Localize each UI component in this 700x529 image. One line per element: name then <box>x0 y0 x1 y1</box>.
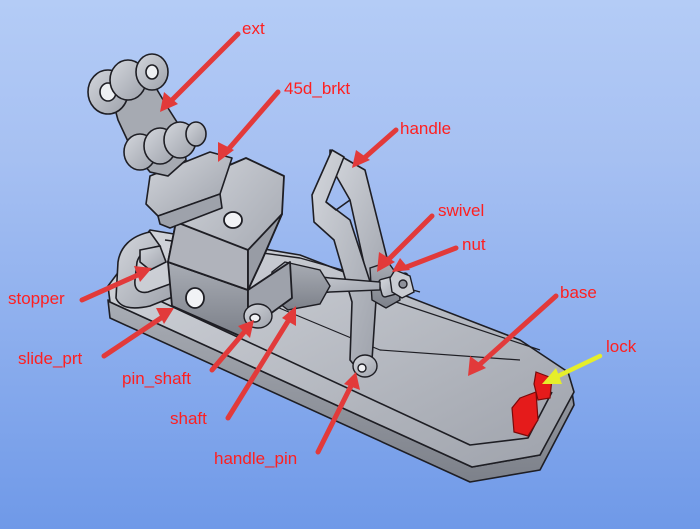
arrowhead-shaft <box>282 306 296 326</box>
label-slide-prt: slide_prt <box>18 349 83 368</box>
arrow-lock <box>551 353 603 381</box>
ext-part <box>87 53 207 177</box>
arrowhead-ext <box>160 92 178 112</box>
arrow-ext <box>167 31 241 105</box>
nut-part <box>389 269 415 299</box>
arrow-45d-brkt <box>223 89 281 155</box>
label-swivel: swivel <box>438 201 485 220</box>
arrowhead-stopper <box>134 266 152 282</box>
arrow-pin-shaft <box>209 327 249 373</box>
label-shaft: shaft <box>170 409 207 428</box>
label-stopper: stopper <box>8 289 65 308</box>
arrow-nut <box>401 245 459 271</box>
arrow-handle-pin <box>315 381 355 455</box>
arrow-shaft <box>225 315 293 421</box>
bracket-45d-part <box>145 151 233 229</box>
label-ext: ext <box>242 19 265 38</box>
arrow-swivel <box>383 213 435 265</box>
arrow-slide-prt <box>101 313 167 359</box>
label-pin-shaft: pin_shaft <box>122 369 191 388</box>
handle-pin-part <box>352 354 378 378</box>
arrowhead-45d-brkt <box>218 142 234 162</box>
label-45d-brkt: 45d_brkt <box>284 79 351 98</box>
label-nut: nut <box>462 235 486 254</box>
arrowhead-base <box>468 356 486 376</box>
arrow-stopper <box>79 271 143 303</box>
label-base: base <box>560 283 597 302</box>
arrowhead-pin-shaft <box>238 320 254 338</box>
arrowhead-slide-prt <box>156 308 174 324</box>
arrowhead-lock <box>542 368 562 384</box>
arrowhead-nut <box>392 258 410 272</box>
arrow-base <box>475 293 559 369</box>
arrow-handle <box>359 127 399 163</box>
label-handle-pin: handle_pin <box>214 449 298 468</box>
arrowhead-handle-pin <box>344 372 360 390</box>
label-handle: handle <box>400 119 452 138</box>
arrowhead-handle <box>352 150 370 168</box>
label-lock: lock <box>606 337 637 356</box>
arrowhead-swivel <box>377 252 395 272</box>
